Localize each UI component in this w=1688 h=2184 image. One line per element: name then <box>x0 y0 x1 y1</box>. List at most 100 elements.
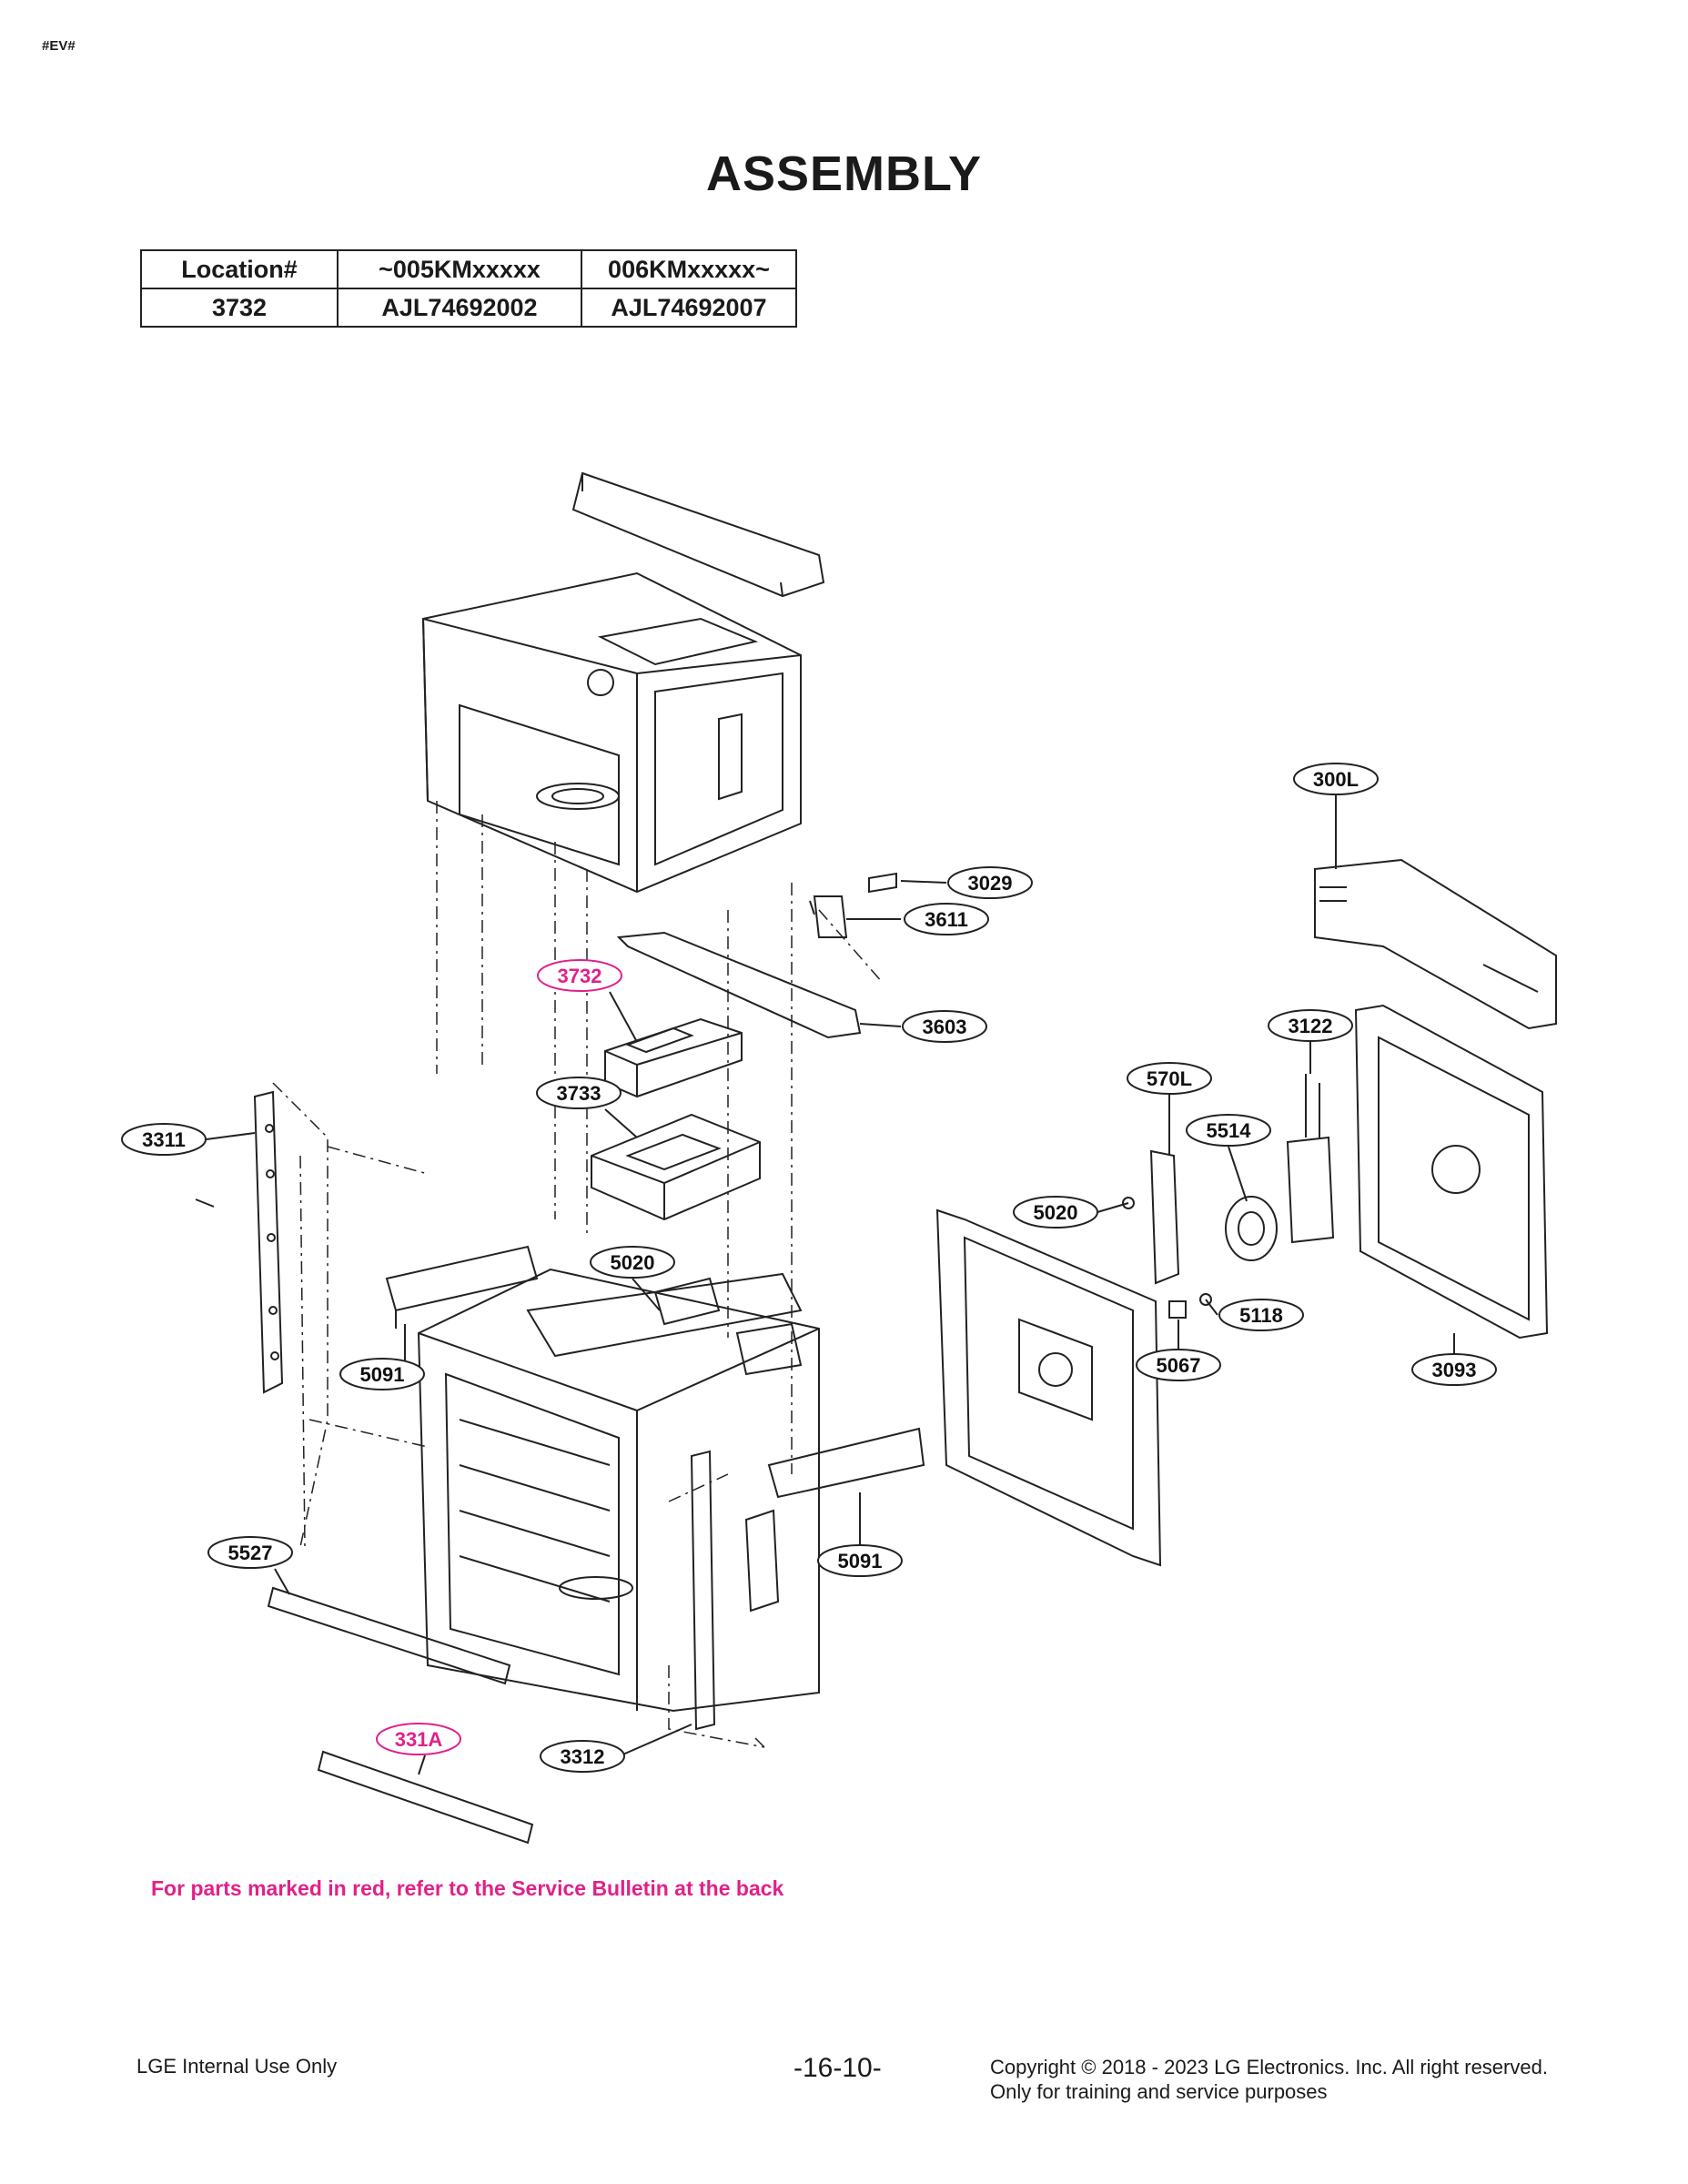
callout-3029: 3029 <box>947 866 1033 899</box>
bracket-3029-part <box>868 872 897 894</box>
table-row: 3732 AJL74692002 AJL74692007 <box>140 288 797 328</box>
callout-text: 570L <box>1147 1067 1192 1090</box>
rail-3603-part <box>616 931 862 1039</box>
bracket-3611-part <box>809 895 848 938</box>
callout-oval <box>537 959 622 992</box>
callout-oval <box>590 1246 675 1279</box>
callout-5091: 5091 <box>339 1358 425 1390</box>
callout-oval <box>207 1536 293 1569</box>
footer-copyright-block: Copyright © 2018 - 2023 LG Electronics. … <box>990 2055 1548 2104</box>
callout-text: 5527 <box>228 1542 273 1564</box>
motor-5514-part <box>1225 1196 1278 1261</box>
callout-oval <box>1293 763 1379 795</box>
callout-oval <box>1268 1009 1353 1042</box>
callout-text: 300L <box>1313 768 1359 791</box>
callout-331a: 331A <box>376 1723 461 1755</box>
callout-3122: 3122 <box>1268 1009 1353 1042</box>
callout-text: 3029 <box>968 872 1013 895</box>
page-number: -16-10- <box>793 2053 882 2083</box>
strip-331A-part <box>317 1750 534 1845</box>
callout-oval <box>1127 1062 1212 1095</box>
callout-570l: 570L <box>1127 1062 1212 1095</box>
board-tray-3733-part <box>591 1113 761 1221</box>
callout-3732: 3732 <box>537 959 622 992</box>
callout-oval <box>1411 1353 1497 1386</box>
callout-oval <box>540 1740 625 1773</box>
callout-text: 5118 <box>1239 1304 1283 1327</box>
rail-5091-right-part <box>767 1427 925 1499</box>
callout-oval <box>947 866 1033 899</box>
callout-5020: 5020 <box>1013 1196 1098 1228</box>
footer-internal-use: LGE Internal Use Only <box>136 2055 338 2078</box>
callout-text: 3733 <box>557 1082 601 1105</box>
clip-5067-part <box>1168 1300 1187 1319</box>
copyright-text: Copyright © 2018 - 2023 LG Electronics. … <box>990 2056 1548 2078</box>
callout-text: 3611 <box>925 908 968 931</box>
service-bulletin-note: For parts marked in red, refer to the Se… <box>151 1876 784 1900</box>
callout-oval <box>121 1123 207 1156</box>
document-tag: #EV# <box>42 38 76 54</box>
callout-text: 5091 <box>360 1363 405 1386</box>
table-cell: 3732 <box>140 288 339 328</box>
side-bracket-3311-part <box>195 1090 284 1394</box>
table-header-cell: Location# <box>140 249 339 289</box>
callout-text: 3603 <box>923 1016 967 1038</box>
callout-5118: 5118 <box>1218 1299 1304 1331</box>
table-header-cell: 006KMxxxxx~ <box>581 249 797 289</box>
callout-3733: 3733 <box>536 1077 622 1109</box>
page-title: ASSEMBLY <box>705 147 983 201</box>
callout-oval <box>376 1723 461 1755</box>
microwave-cavity-part <box>421 571 802 894</box>
callout-oval <box>817 1544 903 1577</box>
callout-text: 5514 <box>1207 1119 1252 1142</box>
table-header-cell: ~005KMxxxxx <box>337 249 582 289</box>
module-3732-part <box>604 1017 743 1098</box>
callout-oval <box>902 1010 987 1043</box>
callout-300l: 300L <box>1293 763 1379 795</box>
purpose-text: Only for training and service purposes <box>990 2080 1328 2103</box>
callout-text: 3093 <box>1432 1359 1477 1381</box>
heater-3122-part <box>1286 1074 1335 1244</box>
callout-text: 331A <box>395 1728 443 1751</box>
cover-3093-part <box>1354 1004 1549 1340</box>
callout-text: 3311 <box>142 1128 186 1151</box>
callout-3093: 3093 <box>1411 1353 1497 1386</box>
callout-oval <box>1218 1299 1304 1331</box>
callout-text: 5091 <box>838 1550 883 1572</box>
location-table: Location# ~005KMxxxxx 006KMxxxxx~ 3732 A… <box>140 249 797 328</box>
callout-oval <box>1013 1196 1098 1228</box>
callout-5527: 5527 <box>207 1536 293 1569</box>
callout-3312: 3312 <box>540 1740 625 1773</box>
callout-text: 5020 <box>1034 1201 1078 1224</box>
callout-5091: 5091 <box>817 1544 903 1577</box>
callout-oval <box>339 1358 425 1390</box>
callout-3603: 3603 <box>902 1010 987 1043</box>
oven-cavity-part <box>417 1268 820 1713</box>
screw-5020-part <box>1122 1197 1135 1209</box>
bracket-570L-part <box>1149 1149 1180 1285</box>
callout-5020: 5020 <box>590 1246 675 1279</box>
rear-panel-part <box>935 1208 1162 1567</box>
table-cell: AJL74692002 <box>337 288 582 328</box>
callout-text: 3312 <box>561 1745 605 1768</box>
shield-300L-part <box>1314 858 1557 1030</box>
callout-oval <box>1186 1114 1271 1147</box>
trim-5527-part <box>267 1586 511 1685</box>
table-cell: AJL74692007 <box>581 288 797 328</box>
callout-text: 5020 <box>611 1251 655 1274</box>
rail-5091-left-part <box>385 1245 539 1329</box>
callout-5514: 5514 <box>1186 1114 1271 1147</box>
callout-3311: 3311 <box>121 1123 207 1156</box>
table-header-row: Location# ~005KMxxxxx 006KMxxxxx~ <box>140 249 797 289</box>
top-cover-part <box>571 471 825 598</box>
side-bracket-3312-part <box>690 1450 780 1731</box>
callout-oval <box>536 1077 622 1109</box>
screw-5118-part <box>1199 1293 1212 1306</box>
callout-text: 3732 <box>558 965 602 987</box>
callout-3611: 3611 <box>904 903 989 935</box>
callout-text: 3122 <box>1289 1015 1333 1037</box>
callout-5067: 5067 <box>1136 1349 1221 1381</box>
callout-oval <box>1136 1349 1221 1381</box>
callout-text: 5067 <box>1157 1354 1201 1377</box>
